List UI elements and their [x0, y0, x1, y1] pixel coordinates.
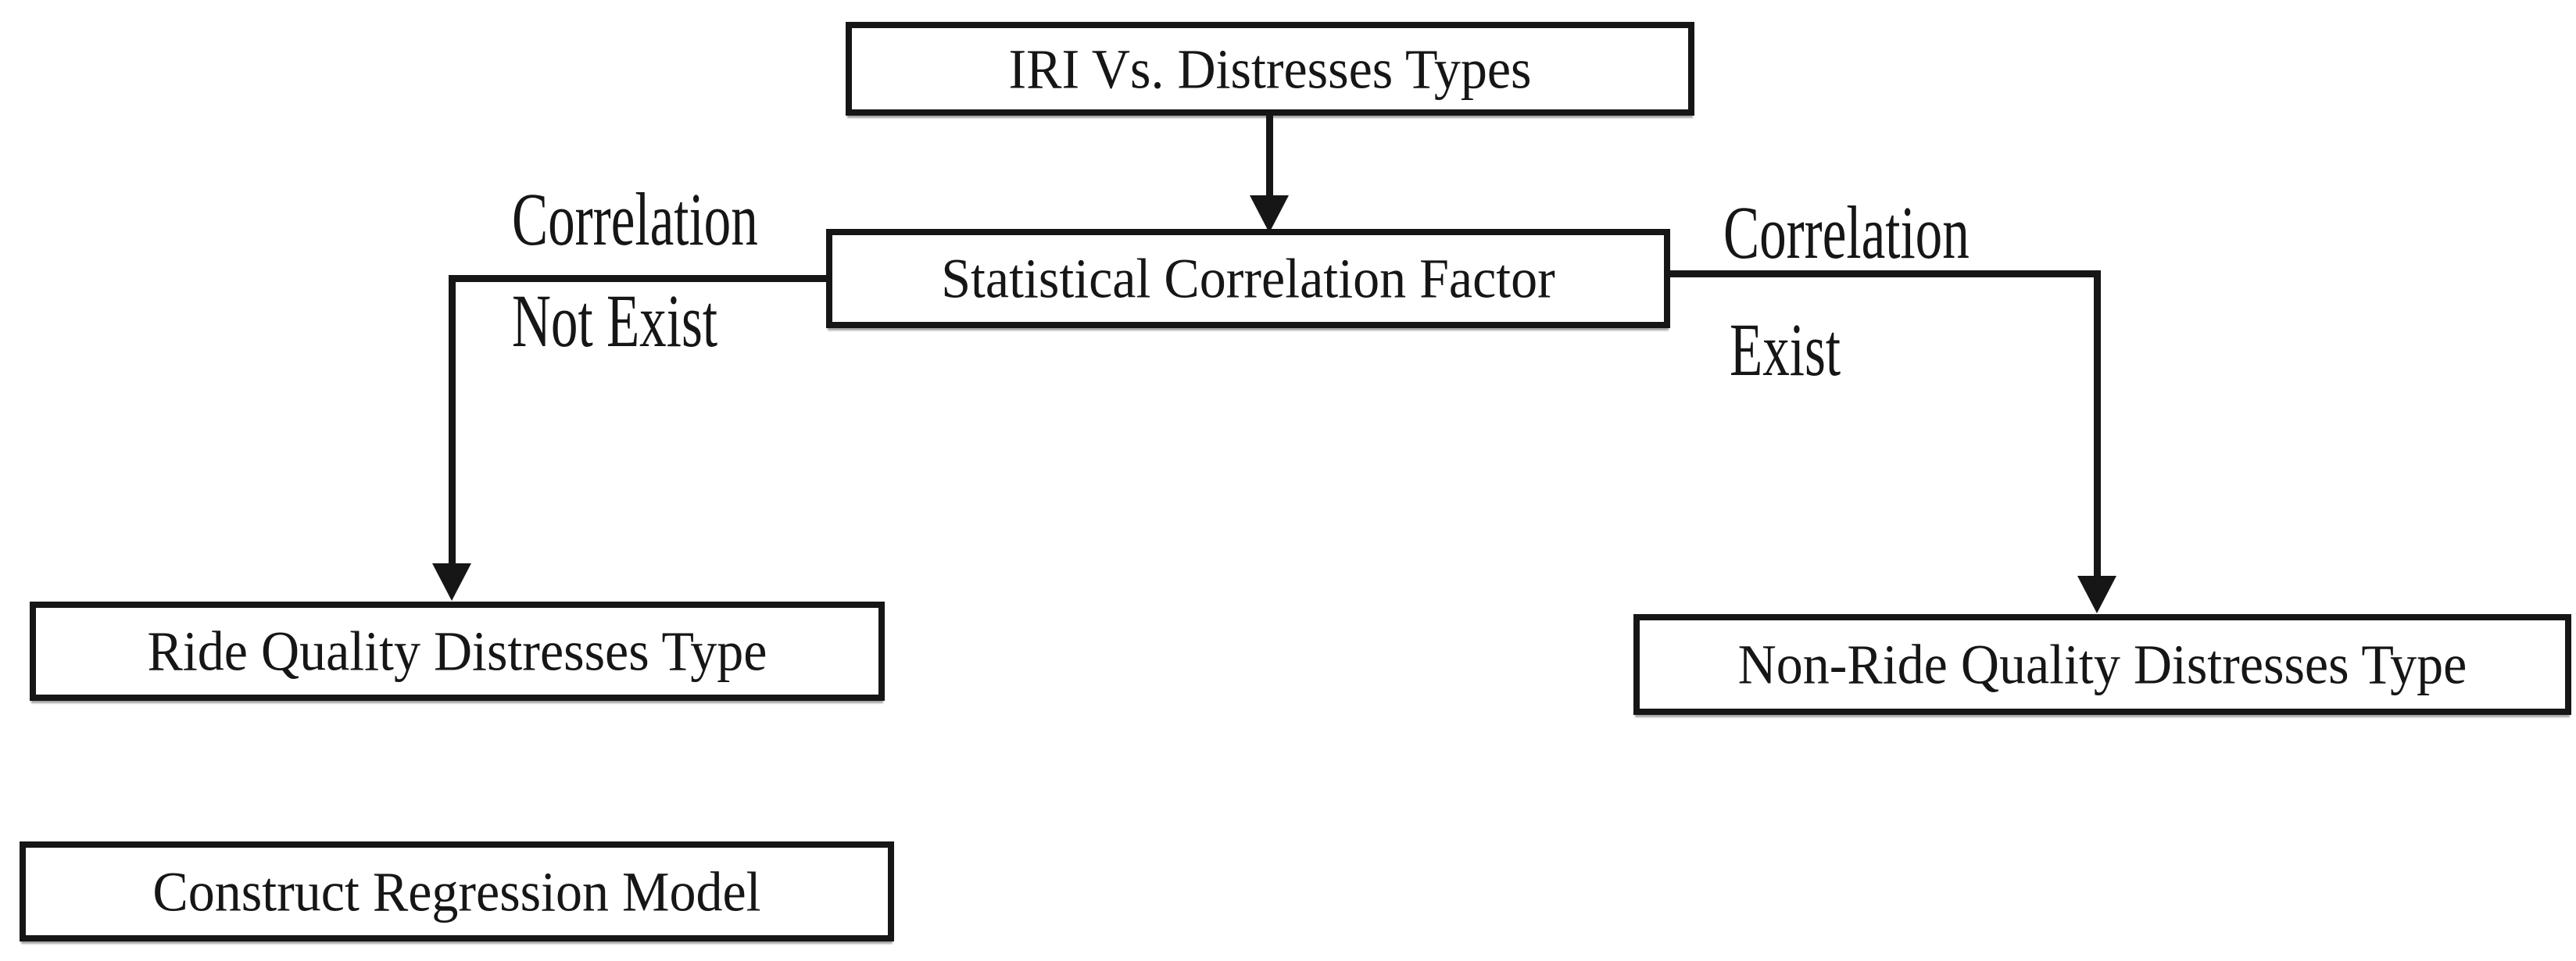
- edge-label-correlation-exist-line1: Correlation: [1723, 191, 1970, 274]
- node-statistical-correlation-factor-label: Statistical Correlation Factor: [941, 246, 1555, 310]
- arrowhead-down-to-nonride-quality: [2077, 576, 2116, 613]
- arrowhead-down-to-ride-quality: [432, 563, 471, 601]
- node-nonride-quality-distresses: Non-Ride Quality Distresses Type: [1633, 614, 2571, 715]
- node-construct-regression-model-label: Construct Regression Model: [152, 859, 761, 923]
- edge-label-correlation-not-exist-line2: Not Exist: [512, 279, 718, 363]
- node-iri-vs-distresses-label: IRI Vs. Distresses Types: [1008, 37, 1532, 100]
- node-statistical-correlation-factor: Statistical Correlation Factor: [826, 229, 1670, 328]
- node-nonride-quality-distresses-label: Non-Ride Quality Distresses Type: [1737, 632, 2467, 696]
- node-iri-vs-distresses: IRI Vs. Distresses Types: [846, 22, 1694, 116]
- connector-right-vertical-line: [2094, 270, 2101, 577]
- arrowhead-down-to-decision: [1250, 195, 1289, 233]
- connector-left-vertical-line: [449, 275, 456, 566]
- edge-label-correlation-not-exist-line1: Correlation: [512, 177, 758, 261]
- connector-left-horizontal-line: [449, 275, 827, 282]
- connector-right-horizontal-line: [1665, 270, 2101, 277]
- node-ride-quality-distresses: Ride Quality Distresses Type: [30, 602, 885, 701]
- edge-label-correlation-exist-line2: Exist: [1730, 308, 1841, 391]
- node-construct-regression-model: Construct Regression Model: [20, 841, 894, 941]
- node-ride-quality-distresses-label: Ride Quality Distresses Type: [147, 619, 767, 683]
- connector-top-vertical-line: [1266, 116, 1273, 198]
